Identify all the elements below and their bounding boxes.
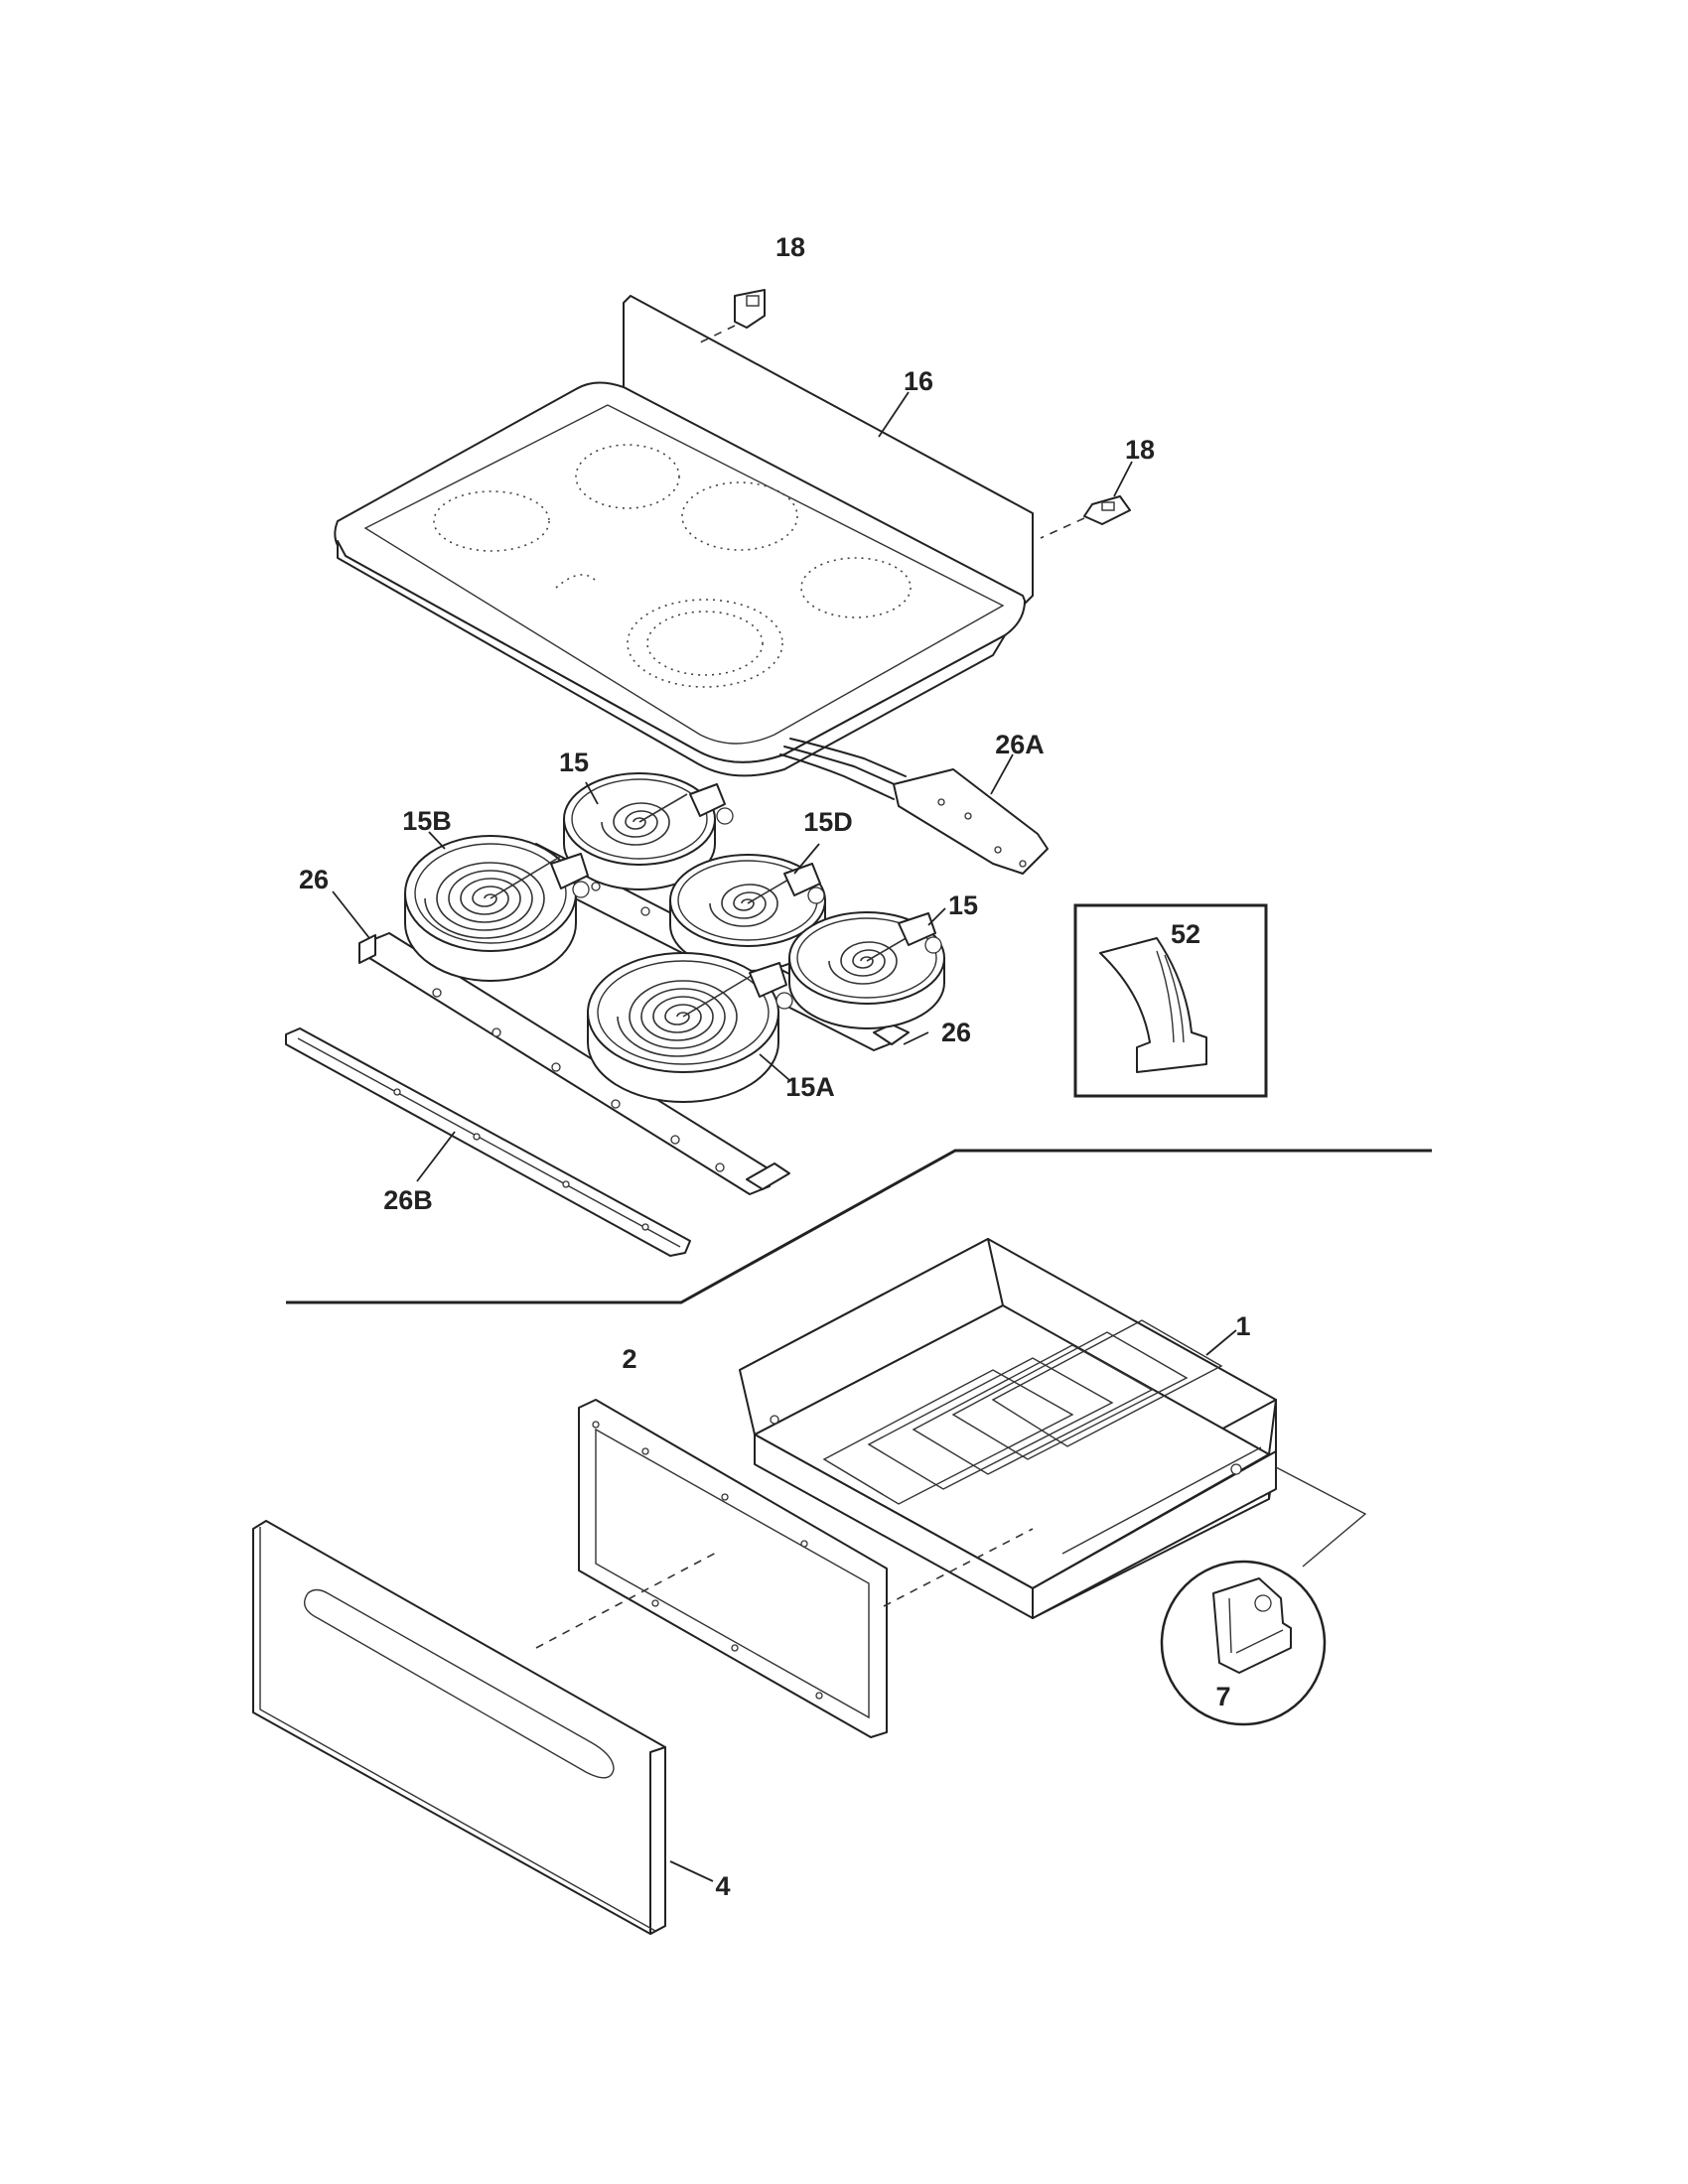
radiant-element-large-front	[587, 952, 793, 1103]
callout-18-right: 18	[1125, 435, 1155, 465]
glass-cooktop	[334, 295, 1034, 777]
mounting-bracket-top	[699, 289, 766, 343]
callout-16: 16	[904, 366, 933, 396]
alignment-line	[883, 1528, 1034, 1607]
drawer-front-panel	[252, 1520, 666, 1935]
drawer-box	[739, 1238, 1367, 1619]
callout-15-top: 15	[559, 748, 589, 777]
wire-harness	[779, 738, 1049, 875]
inset-box-part-52	[1073, 903, 1268, 1098]
callout-26B: 26B	[383, 1185, 433, 1215]
radiant-element-large-left	[404, 835, 590, 982]
callout-15D: 15D	[803, 807, 853, 837]
callout-26A: 26A	[995, 730, 1045, 759]
callout-2: 2	[622, 1344, 636, 1374]
callout-15B: 15B	[402, 806, 452, 836]
burner-support-rail-front	[358, 932, 790, 1195]
callout-1: 1	[1235, 1311, 1250, 1341]
callout-26-left: 26	[299, 865, 329, 894]
leader-lines	[332, 391, 1237, 1882]
trim-strip	[285, 1027, 691, 1257]
inset-circle-part-7	[1160, 1560, 1327, 1726]
mounting-bracket-right	[1040, 495, 1131, 539]
radiant-element-small-rear	[563, 772, 734, 890]
alignment-line	[535, 1550, 721, 1649]
callout-4: 4	[715, 1871, 730, 1901]
section-divider	[286, 1149, 1432, 1304]
callout-26-right: 26	[941, 1018, 971, 1047]
callout-15-right: 15	[948, 890, 978, 920]
callout-7: 7	[1215, 1682, 1230, 1711]
radiant-element-small-center	[669, 854, 826, 972]
callout-18-top: 18	[775, 232, 805, 262]
radiant-element-small-right	[788, 911, 945, 1029]
callout-52: 52	[1171, 919, 1200, 949]
drawer-liner-frame	[578, 1399, 888, 1738]
callout-15A: 15A	[785, 1072, 835, 1102]
